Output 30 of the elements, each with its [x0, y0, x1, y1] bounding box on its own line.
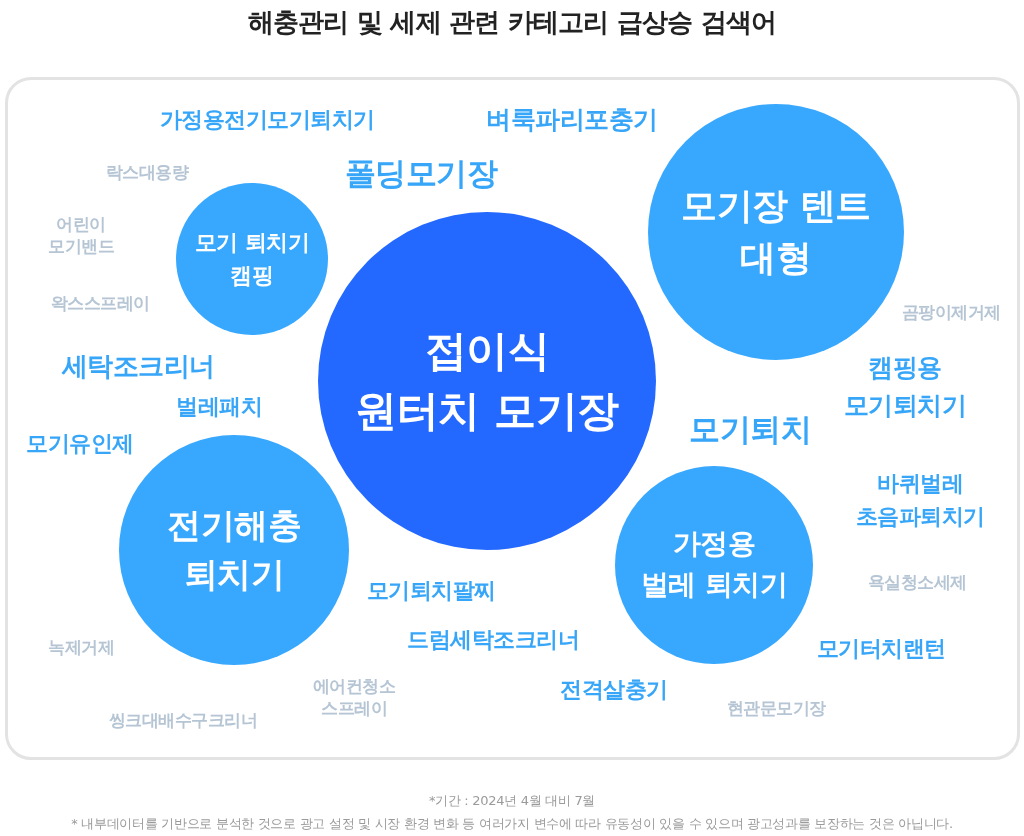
search-keyword: 가정용전기모기퇴치기 [159, 106, 375, 134]
search-keyword: 세탁조크리너 [61, 351, 215, 383]
search-keyword: 모기퇴치 [689, 411, 811, 449]
bubble-label: 접이식 원터치 모기장 [355, 325, 619, 437]
bubble-label: 가정용 벌레 퇴치기 [640, 526, 788, 603]
footnote: * 내부데이터를 기반으로 분석한 것으로 광고 설정 및 시장 환경 변화 등 여러가지 변수에 따라 유동성이 있을 수 있으며 광고성과를 보장하는 것은 아닙니다. [71, 816, 953, 832]
search-keyword: 에어컨청소 스프레이 [312, 674, 396, 720]
search-keyword: 곰팡이제거제 [901, 301, 1001, 323]
footnote: *기간 : 2024년 4월 대비 7월 [428, 793, 596, 809]
search-keyword: 어린이 모기밴드 [48, 212, 114, 258]
search-keyword: 폴딩모기장 [344, 155, 498, 193]
bubble-label: 전기해충 퇴치기 [167, 503, 301, 596]
title: 해충관리 및 세제 관련 카테고리 급상승 검색어 [247, 5, 777, 39]
search-keyword: 모기퇴치팔찌 [366, 577, 496, 605]
search-keyword: 녹제거제 [48, 636, 114, 658]
bubble-label: 모기장 텐트 대형 [681, 183, 871, 280]
bubble-label: 모기 퇴치기 캠핑 [194, 229, 310, 290]
search-keyword: 바퀴벌레 초음파퇴치기 [855, 470, 985, 531]
search-keyword: 욕실청소세제 [867, 571, 967, 593]
search-keyword: 모기터치랜턴 [816, 635, 946, 663]
search-keyword: 씽크대배수구크리너 [108, 709, 258, 731]
search-keyword: 현관문모기장 [726, 697, 826, 719]
search-keyword: 왁스스프레이 [50, 292, 150, 314]
search-keyword: 전격살충기 [560, 676, 668, 704]
search-keyword: 벼룩파리포충기 [486, 105, 658, 135]
search-keyword: 벌레패치 [176, 393, 262, 421]
search-keyword: 모기유인제 [26, 430, 134, 458]
search-keyword: 드럼세탁조크리너 [407, 626, 579, 654]
search-keyword: 캠핑용 모기퇴치기 [843, 351, 967, 421]
search-keyword: 락스대용량 [105, 161, 189, 183]
